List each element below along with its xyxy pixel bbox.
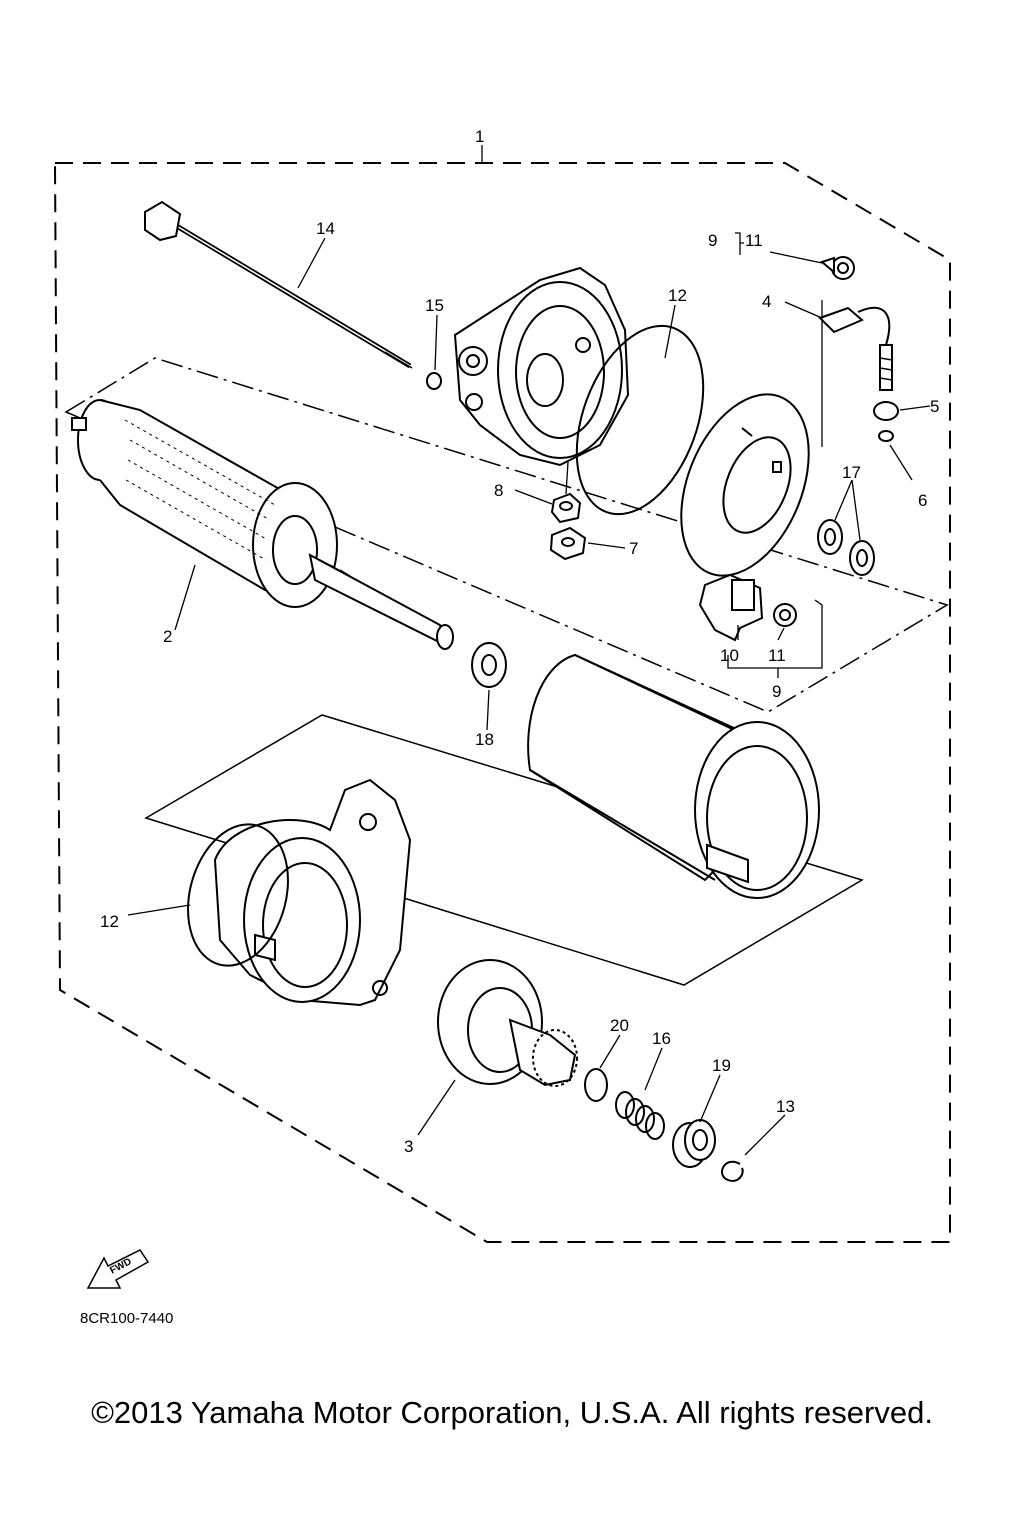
- brush-spring-top-part: [819, 256, 855, 280]
- callout-12-bottom: 12: [100, 912, 119, 931]
- callout-8: 8: [494, 481, 503, 500]
- o-ring-12-bottom: [187, 823, 289, 967]
- armature-part: [71, 399, 454, 650]
- callout-3: 3: [404, 1137, 413, 1156]
- callout-1: 1: [475, 127, 484, 146]
- callout-15: 15: [425, 296, 444, 315]
- brush-plate-part: [680, 393, 810, 577]
- callout-16: 16: [652, 1029, 671, 1048]
- o-ring-6: [878, 430, 894, 442]
- callout-6: 6: [918, 491, 927, 510]
- through-bolt-part: [144, 200, 413, 369]
- callout-5: 5: [930, 397, 939, 416]
- spring-16: [615, 1091, 665, 1140]
- washer-8: [550, 492, 582, 524]
- o-ring-12-top: [575, 324, 705, 516]
- washer-18: [471, 642, 507, 688]
- bushing-5: [873, 401, 899, 421]
- washers-17: [817, 519, 875, 576]
- brush-holder-10: [698, 573, 764, 642]
- yoke-part: [527, 653, 820, 899]
- callout-7: 7: [629, 539, 638, 558]
- callout-9-top: 9: [708, 231, 717, 250]
- callout-4: 4: [762, 292, 771, 311]
- copyright-notice: ©2013 Yamaha Motor Corporation, U.S.A. A…: [91, 1395, 933, 1430]
- assembly-boundary: [53, 162, 951, 1243]
- callout-18: 18: [475, 730, 494, 749]
- fwd-arrow-icon: [86, 1249, 150, 1289]
- circlip-20: [584, 1068, 608, 1102]
- reference-code: 8CR100-7440: [80, 1310, 173, 1327]
- callout-13: 13: [776, 1097, 795, 1116]
- nut-7: [549, 526, 587, 561]
- clip-13: [721, 1160, 744, 1182]
- leader-lines: [127, 145, 931, 1156]
- callout-9-bottom: 9: [772, 682, 781, 701]
- brush-spring-bottom-part: [773, 603, 797, 627]
- collar-19: [672, 1119, 716, 1168]
- callout-11-top: 11: [745, 231, 763, 250]
- brush-lead-part: [818, 306, 893, 391]
- lower-plane: [144, 714, 864, 986]
- front-cover-part: [213, 778, 412, 1007]
- pinion-clutch-part: [437, 959, 578, 1087]
- callout-20: 20: [610, 1016, 629, 1035]
- callout-12-top: 12: [668, 286, 687, 305]
- callout-11-bottom: 11: [768, 646, 786, 665]
- callout-14: 14: [316, 219, 335, 238]
- rear-cover-part: [453, 266, 630, 467]
- callout-17: 17: [842, 463, 861, 482]
- callout-10: 10: [720, 646, 739, 665]
- callout-19: 19: [712, 1056, 731, 1075]
- upper-plane: [64, 357, 949, 713]
- o-ring-15: [426, 372, 442, 390]
- callout-2: 2: [163, 627, 172, 646]
